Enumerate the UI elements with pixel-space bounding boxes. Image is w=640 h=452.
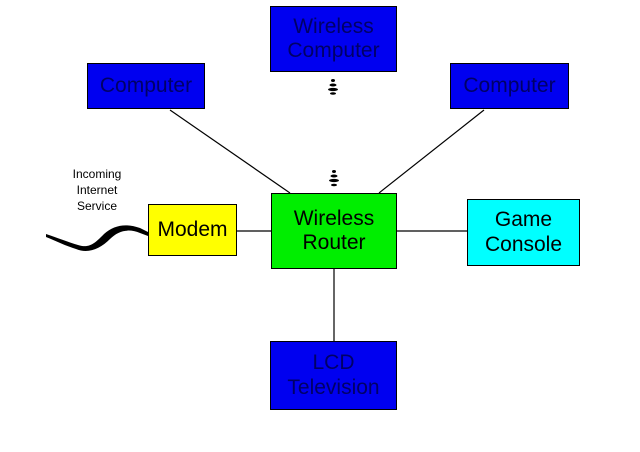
wireless-signal-icon bbox=[329, 170, 339, 187]
computer-left-box[interactable]: Computer bbox=[87, 63, 205, 109]
router-label-2: Router bbox=[302, 231, 366, 254]
link-right-computer-router bbox=[378, 109, 485, 194]
modem-label: Modem bbox=[157, 217, 228, 241]
wireless-computer-box[interactable]: Wireless Computer bbox=[270, 6, 397, 72]
console-label-1: Game bbox=[494, 208, 553, 232]
tv-label-2: Television bbox=[287, 375, 380, 399]
tv-label-1: LCD bbox=[312, 351, 355, 375]
incoming-line-1: Incoming bbox=[72, 167, 122, 181]
computer-right-box[interactable]: Computer bbox=[450, 63, 569, 109]
incoming-line-2: Internet bbox=[76, 183, 118, 198]
wireless-computer-label-2: Computer bbox=[287, 39, 380, 62]
lcd-television-box[interactable]: LCD Television bbox=[270, 341, 397, 410]
game-console-box[interactable]: Game Console bbox=[467, 199, 580, 266]
incoming-line-3: Service bbox=[76, 199, 117, 214]
incoming-internet-label: Incoming Internet Service bbox=[58, 166, 136, 215]
computer-left-label: Computer bbox=[99, 73, 193, 97]
computer-right-label: Computer bbox=[463, 73, 556, 97]
modem-box[interactable]: Modem bbox=[148, 204, 237, 256]
link-left-computer-router bbox=[169, 109, 291, 194]
wireless-router-box[interactable]: Wireless Router bbox=[271, 193, 397, 269]
wireless-signal-icon bbox=[328, 79, 338, 95]
wireless-computer-label-1: Wireless bbox=[293, 14, 374, 38]
internet-cable-wave-icon bbox=[46, 225, 148, 251]
console-label-2: Console bbox=[484, 232, 563, 256]
router-label-1: Wireless bbox=[293, 206, 375, 230]
